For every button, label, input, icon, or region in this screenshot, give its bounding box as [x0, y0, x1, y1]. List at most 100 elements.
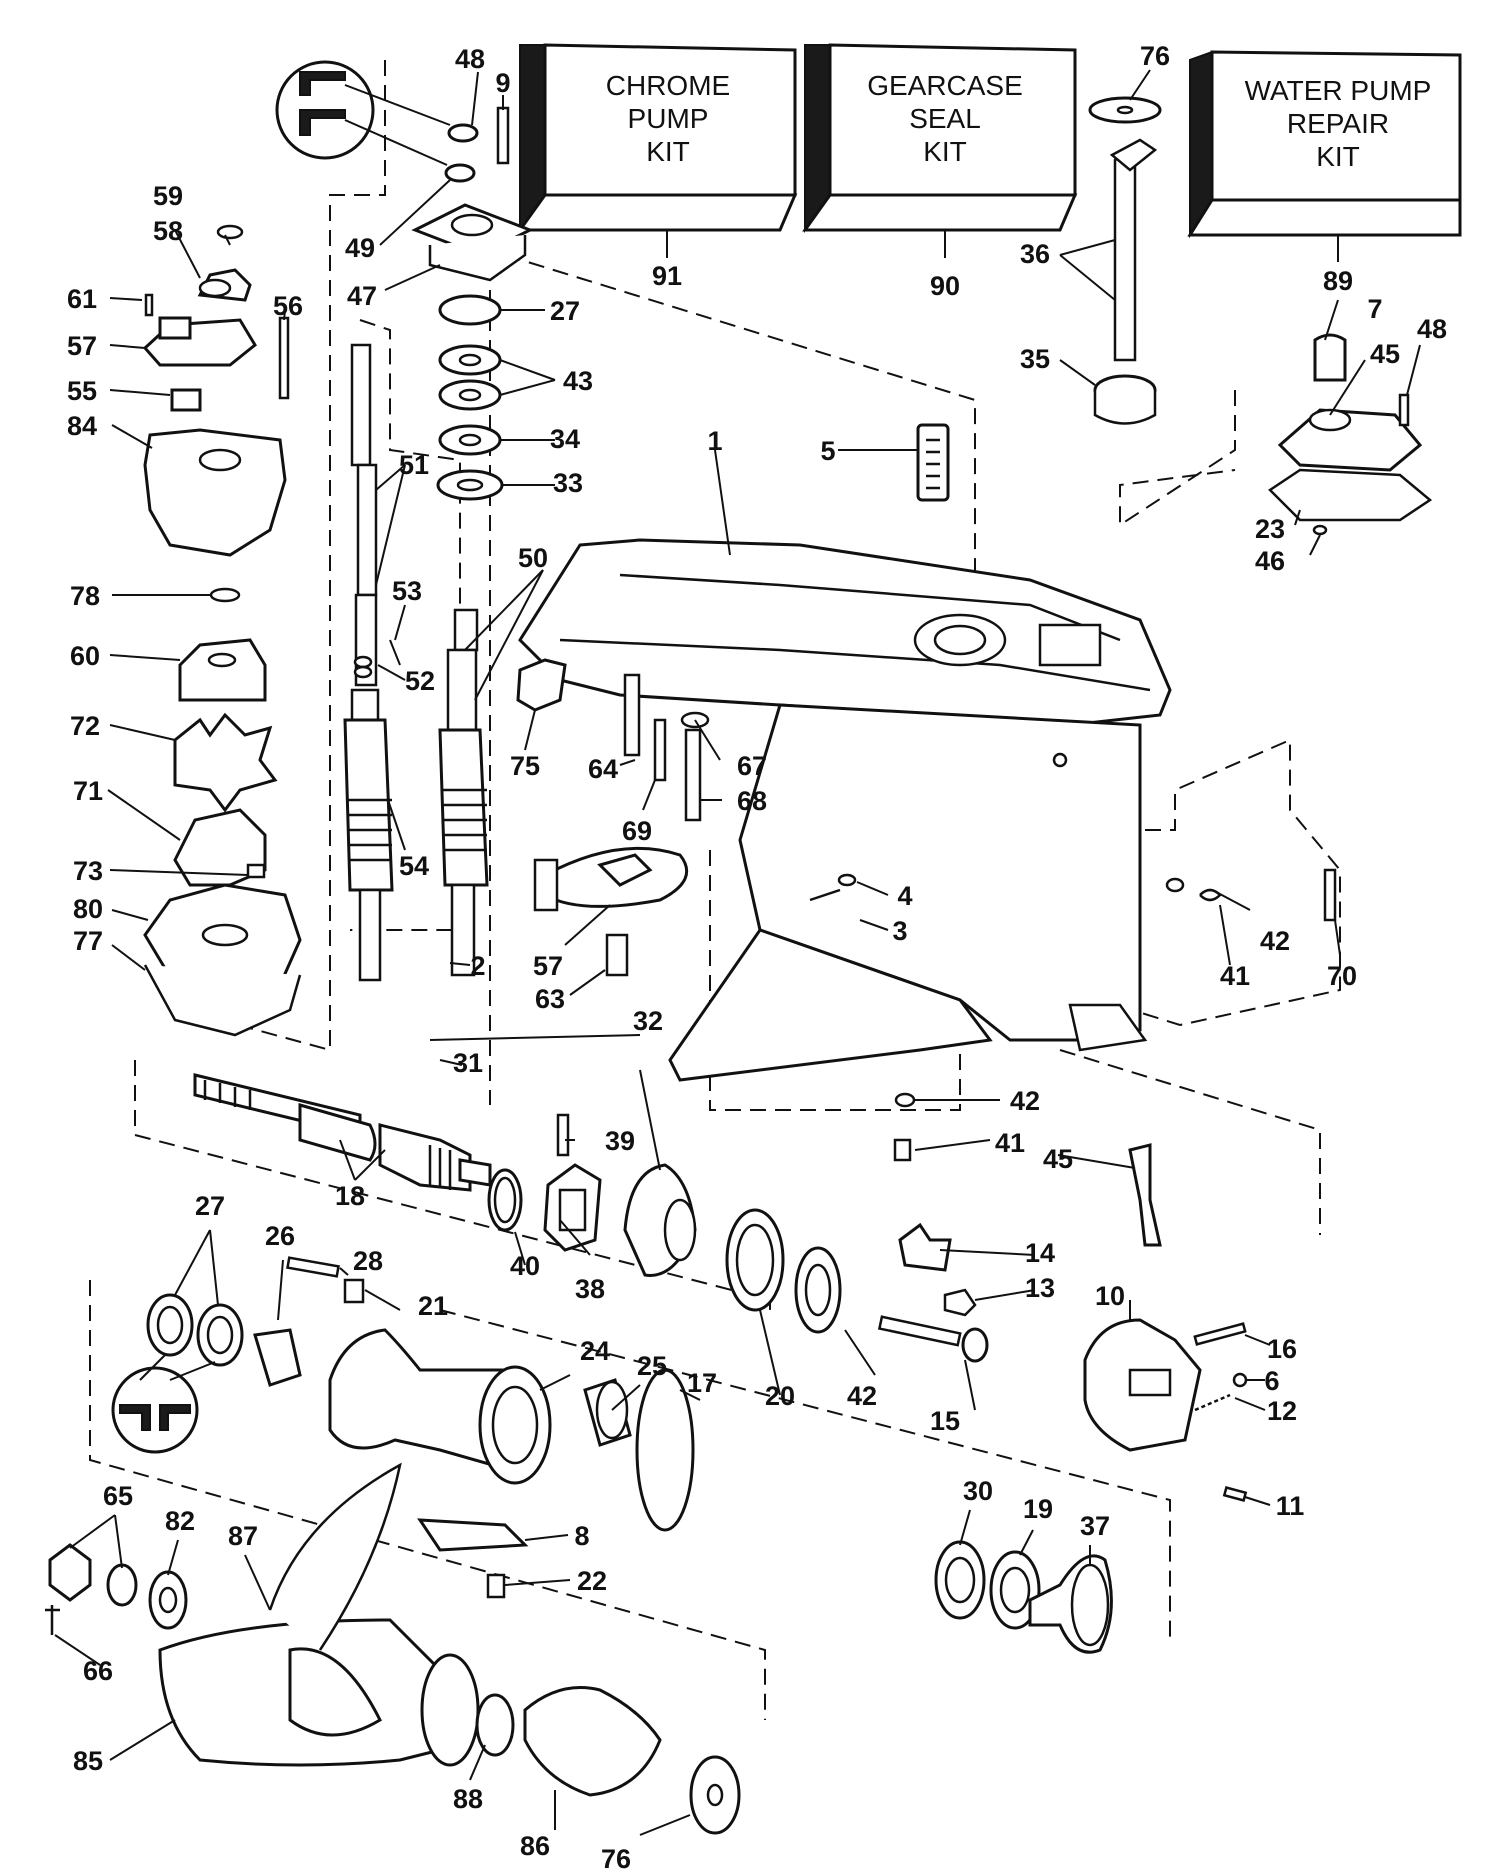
kit-label-line: KIT: [646, 136, 690, 167]
part-label-71: 69: [622, 816, 652, 846]
part-label-91: 91: [652, 261, 682, 291]
part-label-59: 57: [67, 331, 97, 361]
part-label-42: 42: [1010, 1086, 1040, 1116]
part-label-30: 30: [963, 1476, 993, 1506]
kit-box-water-pump-repair: WATER PUMP REPAIR KIT: [1187, 50, 1462, 239]
kit-label-line: SEAL: [909, 103, 981, 134]
part-label-13: 13: [1025, 1273, 1055, 1303]
part-label-69: 67: [737, 751, 767, 781]
part-label-50: 48: [455, 44, 485, 74]
part-label-5: 5: [820, 436, 835, 466]
part-label-56: 54: [399, 851, 429, 881]
part-label-32: 32: [633, 1006, 663, 1036]
kit-label-line: CHROME: [606, 70, 730, 101]
part-number-labels: 48 9 49 47 27 43 34 33 51 50 53 52 54 2 …: [67, 41, 1447, 1874]
part-label-29: 27: [550, 296, 580, 326]
part-label-47: 45: [1043, 1144, 1073, 1174]
part-label-66: 64: [588, 754, 618, 784]
reverse-gear-stack: [934, 1540, 1113, 1654]
part-label-80: 78: [70, 581, 100, 611]
part-label-21: 21: [418, 1291, 448, 1321]
upper-seal-stack: [411, 106, 534, 501]
part-label-83: 82: [165, 1506, 195, 1536]
part-label-55: 53: [392, 576, 422, 606]
kit-label-line: KIT: [1316, 141, 1360, 172]
part-label-79: 77: [73, 926, 103, 956]
part-label-8: 8: [574, 1521, 589, 1551]
part-label-25: 25: [637, 1351, 667, 1381]
part-label-1: 1: [707, 426, 722, 456]
part-label-16: 16: [1267, 1334, 1297, 1364]
part-label-43: 43: [563, 366, 593, 396]
kit-label-line: KIT: [923, 136, 967, 167]
part-label-77: 76: [1140, 41, 1170, 71]
part-label-70: 68: [737, 786, 767, 816]
bearing-housing-row: [111, 1256, 695, 1599]
part-label-18: 18: [335, 1181, 365, 1211]
part-label-14: 14: [1025, 1238, 1055, 1268]
part-label-35: 35: [1020, 344, 1050, 374]
part-label-90: 90: [930, 271, 960, 301]
part-label-15: 15: [930, 1406, 960, 1436]
part-label-12: 12: [1267, 1396, 1297, 1426]
part-label-9: 9: [495, 68, 510, 98]
propshaft-row: [193, 1073, 1248, 1502]
part-label-34: 34: [550, 424, 580, 454]
part-label-75: 73: [73, 856, 103, 886]
part-label-46: 46: [1255, 546, 1285, 576]
part-label-39: 39: [605, 1126, 635, 1156]
part-label-60: 57: [533, 951, 563, 981]
part-label-7: 7: [1367, 294, 1382, 324]
part-label-37: 37: [1080, 1511, 1110, 1541]
kit-label-line: GEARCASE: [867, 70, 1023, 101]
part-label-26: 26: [265, 1221, 295, 1251]
part-label-31: 31: [453, 1048, 483, 1078]
part-label-67: 65: [103, 1481, 133, 1511]
part-label-19: 19: [1023, 1494, 1053, 1524]
part-label-54: 52: [405, 666, 435, 696]
upper-right-parts: [916, 96, 1433, 536]
part-label-53: 51: [399, 450, 429, 480]
seal-detail-inset: [275, 60, 451, 166]
part-label-38: 38: [575, 1274, 605, 1304]
part-label-62: 59: [153, 181, 183, 211]
part-label-65: 63: [535, 984, 565, 1014]
part-label-58: 55: [67, 376, 97, 406]
part-label-52: 50: [518, 543, 548, 573]
part-label-63: 60: [70, 641, 100, 671]
part-label-72: 70: [1327, 961, 1357, 991]
part-label-68: 66: [83, 1656, 113, 1686]
part-label-27: 27: [195, 1191, 225, 1221]
part-label-3: 3: [892, 916, 907, 946]
part-label-89: 89: [1323, 266, 1353, 296]
part-label-85: 85: [73, 1746, 103, 1776]
part-label-44: 42: [847, 1381, 877, 1411]
part-label-45: 45: [1370, 339, 1400, 369]
part-label-11: 11: [1276, 1491, 1305, 1521]
driveshaft-assembly: [343, 343, 489, 982]
part-label-40: 40: [510, 1251, 540, 1281]
part-label-74: 72: [70, 711, 100, 741]
part-label-61: 58: [153, 216, 183, 246]
kit-box-chrome-pump: CHROME PUMP KIT: [517, 43, 798, 234]
part-label-22: 22: [577, 1566, 607, 1596]
part-label-28: 28: [353, 1246, 383, 1276]
part-label-23: 23: [1255, 514, 1285, 544]
gearcase-housing: [518, 538, 1172, 1082]
part-label-76: 75: [510, 751, 540, 781]
part-label-49: 47: [347, 281, 377, 311]
part-label-41: 41: [995, 1128, 1025, 1158]
part-label-20: 20: [765, 1381, 795, 1411]
kit-label-line: WATER PUMP: [1245, 75, 1432, 106]
part-label-88: 88: [453, 1784, 483, 1814]
part-label-48: 48: [1417, 314, 1447, 344]
kit-label-line: REPAIR: [1287, 108, 1389, 139]
part-label-87: 87: [228, 1521, 258, 1551]
kit-label-line: PUMP: [628, 103, 709, 134]
part-label-4: 4: [897, 881, 912, 911]
part-label-36: 36: [1020, 239, 1050, 269]
leader-lines: [54, 69, 1421, 1836]
part-label-2: 2: [470, 951, 485, 981]
part-label-41: 41: [1220, 961, 1250, 991]
